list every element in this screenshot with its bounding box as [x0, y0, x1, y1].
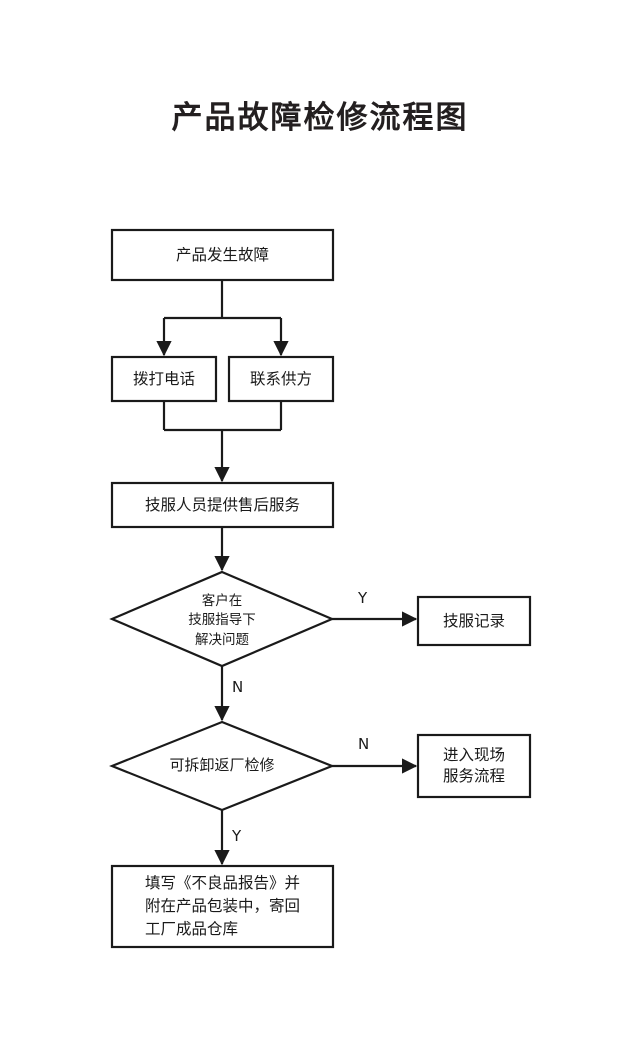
node-shape-n3	[227, 355, 335, 403]
node-shape-n1	[110, 228, 335, 282]
edge-label-yes-2: Y	[232, 827, 242, 845]
page-title: 产品故障检修流程图	[171, 100, 469, 136]
node-shape-n7	[109, 720, 335, 812]
node-shape-n8	[416, 733, 532, 799]
node-shape-n2	[110, 355, 218, 403]
edge-label-yes-1: Y	[358, 589, 368, 607]
node-shape-n4	[110, 481, 335, 529]
node-shape-n6	[416, 595, 532, 647]
edge-label-no-2: N	[358, 735, 370, 753]
node-shape-n5	[109, 570, 335, 668]
node-shape-n9	[110, 864, 335, 949]
edge-label-no-1: N	[232, 678, 244, 696]
